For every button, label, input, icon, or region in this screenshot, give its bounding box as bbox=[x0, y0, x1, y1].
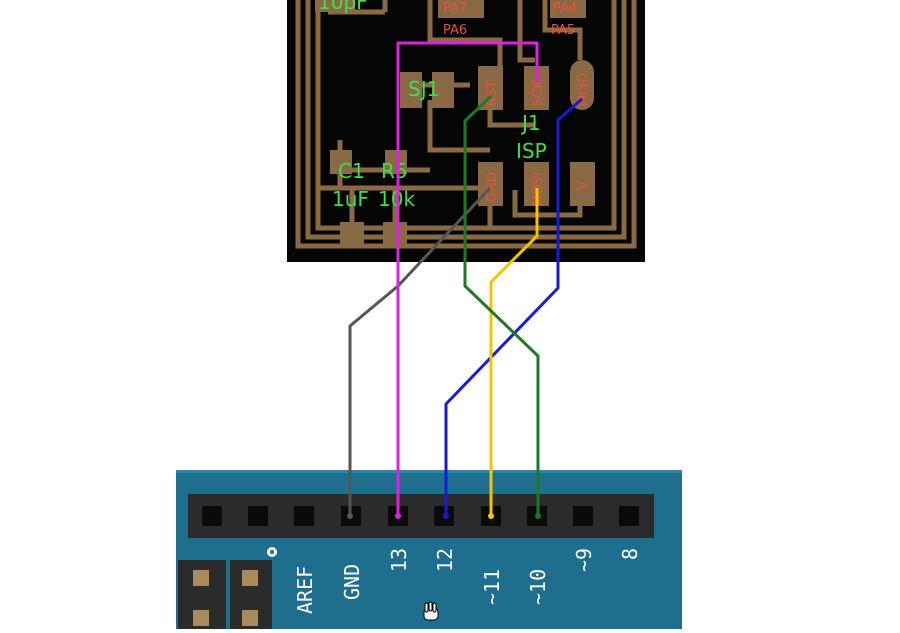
pad-c1-bottom bbox=[340, 222, 364, 248]
wire-end-gnd bbox=[347, 513, 353, 519]
header-label-12: 12 bbox=[433, 548, 457, 572]
pad-r5-top bbox=[385, 150, 407, 174]
header-label-10: ~10 bbox=[526, 569, 550, 605]
socket-1[interactable] bbox=[202, 506, 222, 526]
label-pa6: PA6 bbox=[443, 23, 467, 38]
label-isp: ISP bbox=[516, 139, 547, 163]
pad-c1-top bbox=[330, 150, 352, 174]
wire-mosi[interactable] bbox=[489, 188, 539, 516]
wire-sck[interactable] bbox=[396, 41, 539, 516]
label-rst: RST bbox=[485, 81, 500, 106]
header-label-8: 8 bbox=[618, 548, 642, 560]
socket-8[interactable] bbox=[619, 506, 639, 526]
label-cap-top: 10pF bbox=[318, 0, 368, 14]
header-label-gnd: GND bbox=[340, 564, 364, 600]
pad-miso bbox=[570, 60, 594, 110]
wire-end-12 bbox=[443, 513, 449, 519]
wire-gnd[interactable] bbox=[348, 186, 492, 516]
pad-pa4 bbox=[550, 0, 586, 18]
wire-end-10 bbox=[535, 513, 541, 519]
wire-rst[interactable] bbox=[463, 94, 540, 516]
socket-2[interactable] bbox=[248, 506, 268, 526]
header-label-11: ~11 bbox=[480, 569, 504, 605]
pad-r5-bottom bbox=[383, 222, 407, 248]
pcb-pads bbox=[315, 0, 595, 248]
label-vcc: V bbox=[576, 181, 591, 190]
label-r5: R5 bbox=[381, 159, 408, 183]
socket-aref[interactable] bbox=[294, 506, 314, 526]
header-label-13: 13 bbox=[387, 548, 411, 572]
socket-9[interactable] bbox=[573, 506, 593, 526]
label-j1: J1 bbox=[520, 111, 541, 135]
pad-pa7 bbox=[438, 0, 484, 18]
wire-end-11 bbox=[488, 513, 494, 519]
arduino-board: AREF GND 13 12 ~11 ~10 ~9 8 bbox=[176, 470, 682, 629]
header-label-9: ~9 bbox=[572, 548, 596, 572]
pad-sj1-right bbox=[432, 72, 454, 108]
label-c1: C1 bbox=[338, 159, 365, 183]
label-gnd-pad: GND bbox=[485, 172, 500, 202]
label-sck: SCK bbox=[531, 80, 546, 106]
pad-vcc bbox=[570, 162, 595, 206]
header-label-aref: AREF bbox=[293, 566, 317, 614]
label-sj1: SJ1 bbox=[408, 77, 439, 101]
label-pa4: PA4 bbox=[553, 1, 577, 16]
label-c1-value: 1uF bbox=[332, 187, 369, 211]
label-pa5: PA5 bbox=[551, 23, 575, 38]
hand-cursor-icon bbox=[423, 601, 439, 621]
label-pa7: PA7 bbox=[443, 1, 467, 16]
wire-miso[interactable] bbox=[444, 97, 583, 516]
label-miso: MISO bbox=[576, 72, 591, 106]
wire-ends bbox=[347, 513, 541, 519]
wire-end-13 bbox=[395, 513, 401, 519]
pad-cap-top bbox=[315, 0, 355, 12]
pad-gnd bbox=[478, 162, 503, 206]
pad-sj1-left bbox=[400, 72, 422, 108]
jumper-wires bbox=[348, 41, 583, 516]
